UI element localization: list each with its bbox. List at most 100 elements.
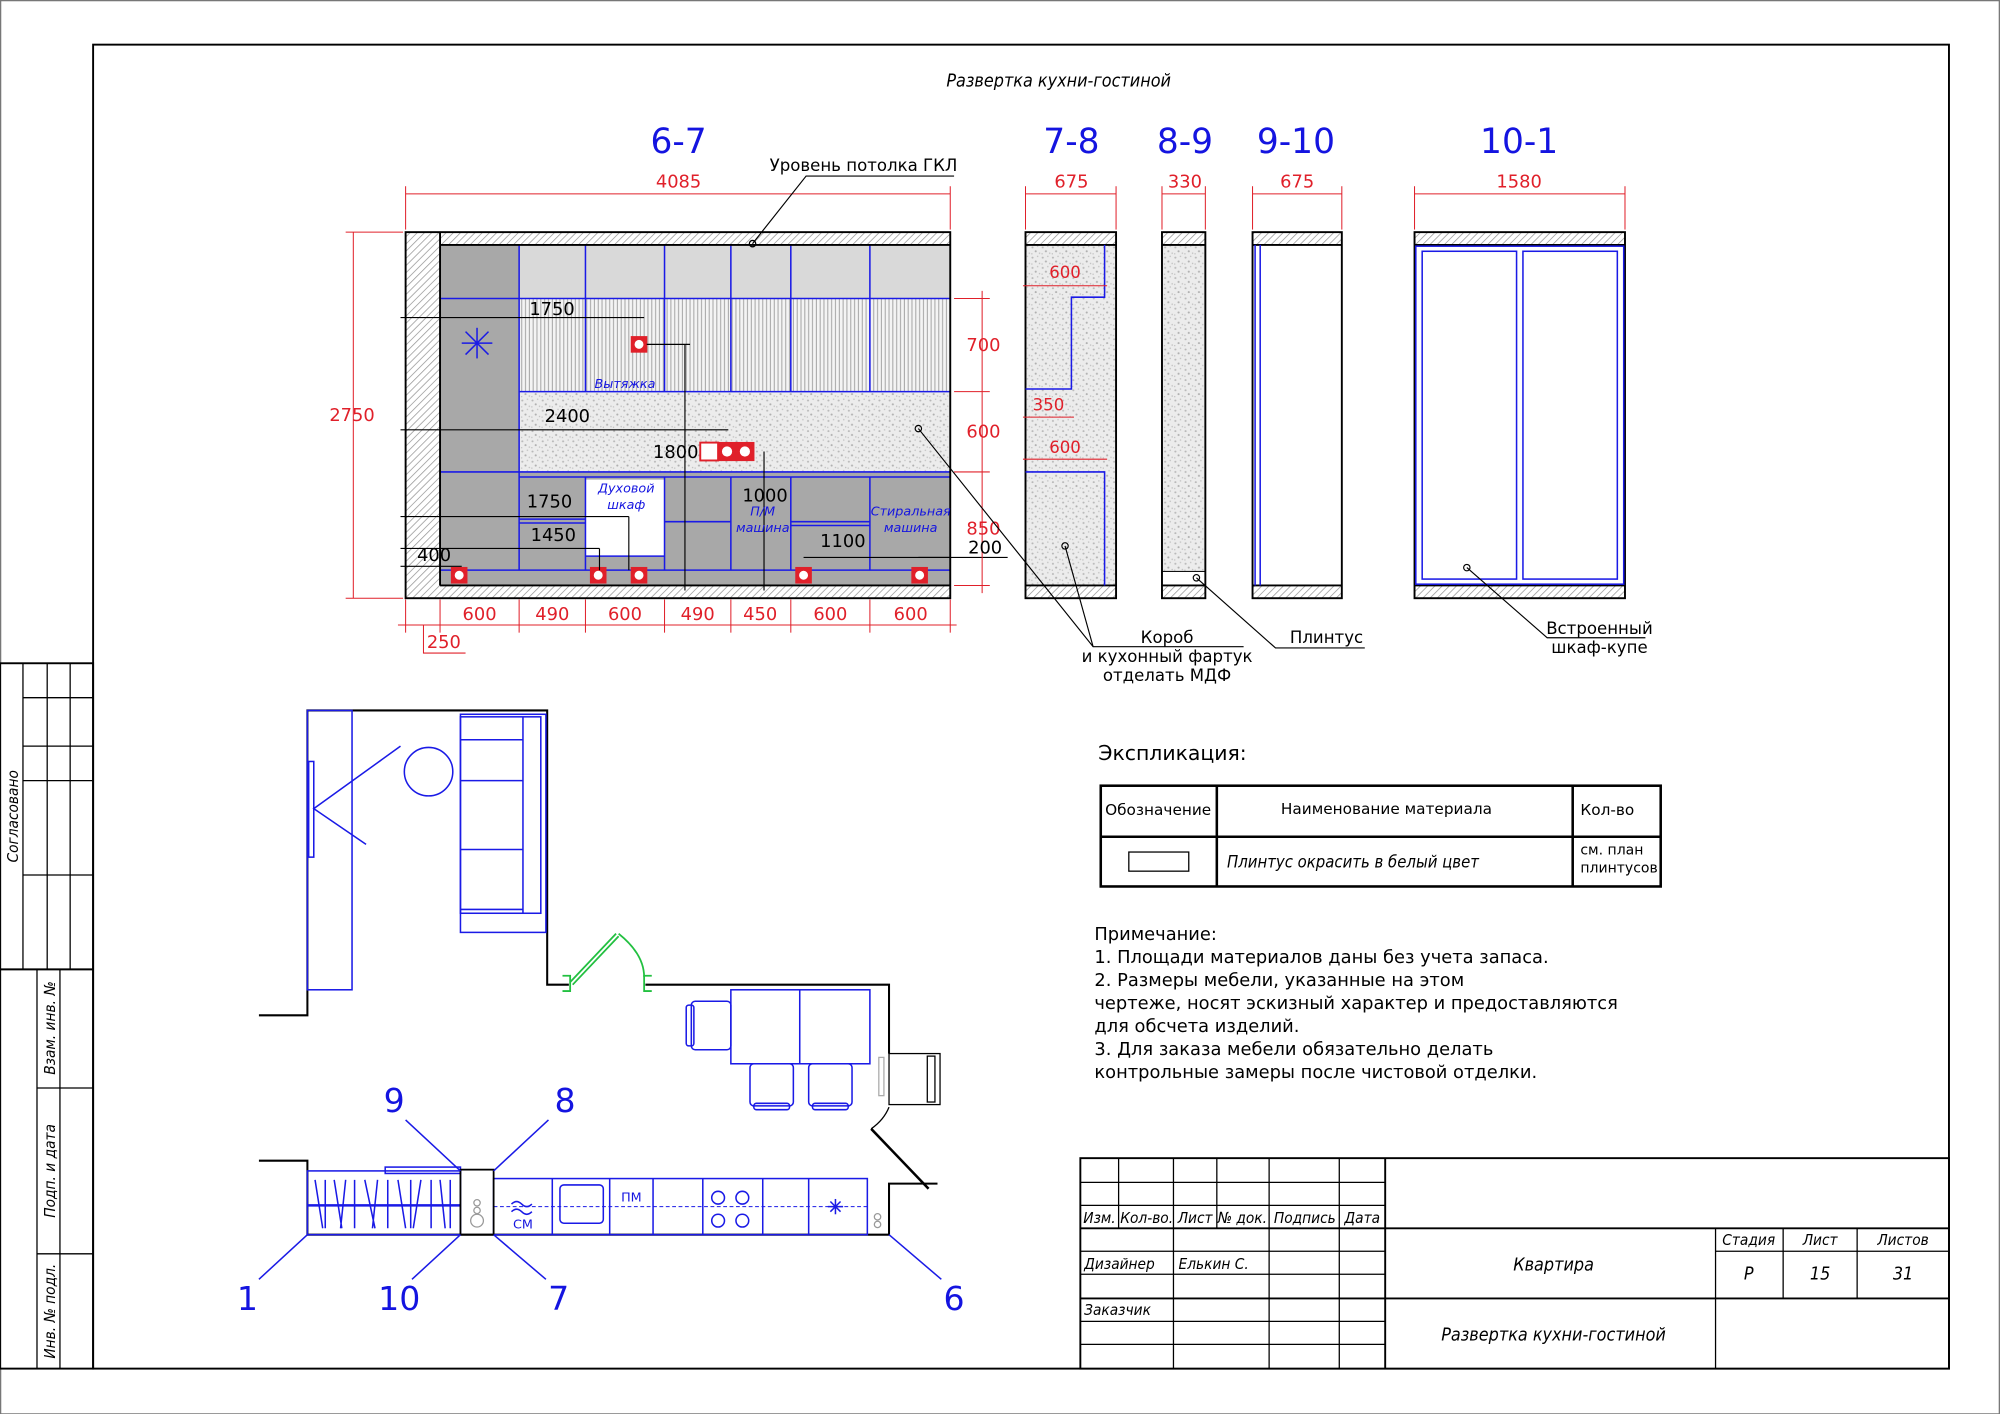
explication-material: Плинтус окрасить в белый цвет	[1227, 852, 1480, 871]
marker-leaders	[258, 1119, 942, 1280]
tb-sheets: 31	[1893, 1263, 1913, 1284]
label-dishwasher-2: машина	[736, 521, 790, 536]
dim-bottom: 600	[813, 604, 847, 625]
plan-marker-10: 10	[378, 1279, 420, 1318]
dim-bottom: 600	[894, 604, 928, 625]
explication-header-designation: Обозначение	[1105, 801, 1211, 819]
dim-width-7-8: 675	[1054, 171, 1088, 192]
socket-icon	[589, 566, 607, 584]
plinth-legend-swatch	[1128, 851, 1190, 872]
wardrobe-door	[1522, 250, 1619, 580]
label-washer-1: Стиральная	[871, 504, 951, 519]
elevation-label-8-9: 8-9	[1157, 122, 1213, 162]
stamp-orig-inv: Инв. № подл.	[41, 1264, 59, 1359]
elevation-8-9: 330	[1161, 171, 1207, 600]
plan-marker-9: 9	[384, 1081, 405, 1120]
socket-icon	[630, 336, 648, 353]
note-line: 3. Для заказа мебели обязательно делать	[1094, 1039, 1493, 1060]
dim-1000: 1000	[742, 485, 787, 506]
wall	[258, 709, 569, 1017]
cooktop-icon	[710, 1190, 750, 1228]
explication-header-qty: Кол-во	[1580, 801, 1634, 819]
washer-icon	[510, 1200, 533, 1216]
callout-box-line1: Короб	[1141, 628, 1194, 647]
tb-customer-role: Заказчик	[1084, 1301, 1151, 1319]
wall	[645, 983, 891, 1054]
note-line: 2. Размеры мебели, указанные на этом	[1094, 970, 1464, 991]
riser-pipe-icon	[873, 1213, 882, 1229]
plan-dishwasher-label: ПМ	[621, 1191, 642, 1206]
stamp-agreed: Согласовано	[4, 770, 22, 862]
tb-header-qty: Кол-во.	[1120, 1209, 1173, 1227]
dim-width-8-9: 330	[1168, 171, 1202, 192]
plan-marker-1: 1	[237, 1279, 258, 1318]
elevation-label-7-8: 7-8	[1043, 122, 1099, 162]
elevation-outline	[404, 231, 952, 600]
dim-7-8-upper-600: 600	[1049, 263, 1081, 282]
oven	[585, 479, 665, 557]
tb-sheet-header: Лист	[1802, 1231, 1839, 1249]
stamp-sign-date: Подп. и дата	[41, 1124, 59, 1218]
tb-sheet-name: Развертка кухни-гостиной	[1441, 1325, 1666, 1346]
dim-right-200: 200	[968, 538, 1002, 559]
dim-width-9-10: 675	[1280, 171, 1314, 192]
sockets	[450, 336, 928, 584]
note-line: для обсчета изделий.	[1094, 1016, 1299, 1037]
plan-washer-label: СМ	[513, 1217, 533, 1232]
elevation-9-10: 675	[1251, 171, 1343, 600]
red-dimension-lines	[345, 186, 990, 654]
dim-bottom: 490	[535, 604, 569, 625]
label-washer-2: машина	[884, 521, 938, 536]
callout-wardrobe-line2: шкаф-купе	[1551, 638, 1647, 657]
elevation-7-8: 600 350 600 675	[1022, 171, 1118, 600]
socket-icon	[911, 566, 928, 584]
dim-1800: 1800	[653, 442, 698, 463]
dim-overall-width: 4085	[656, 171, 701, 192]
sheet-title: Развертка кухни-гостиной	[946, 71, 1171, 92]
explication-title: Экспликация:	[1098, 741, 1246, 765]
wardrobe-frame	[1415, 245, 1625, 585]
elevation-label-6-7: 6-7	[650, 122, 706, 162]
side-stamp	[0, 662, 95, 1370]
wardrobe-door	[1421, 250, 1518, 580]
explication-qty-line1: см. план	[1580, 843, 1643, 859]
socket-dimension-lines	[400, 317, 1008, 591]
elevation-6-7: 1750 2400 1800 1750 1450 400 1000 1100 В…	[329, 156, 1008, 654]
dim-400: 400	[417, 545, 451, 566]
plan-marker-8: 8	[554, 1081, 575, 1120]
socket-icon	[717, 441, 737, 462]
plan-wardrobe	[306, 709, 353, 991]
explication: Экспликация: Обозначение Наименование ма…	[1098, 741, 1662, 888]
furniture-lines	[440, 244, 951, 571]
stamp-replaced-inv: Взам. инв. №	[41, 981, 59, 1074]
tb-stage-header: Стадия	[1722, 1231, 1775, 1249]
notes-title: Примечание:	[1094, 924, 1217, 945]
dim-overall-height: 2750	[329, 405, 374, 426]
label-oven-2: шкаф	[607, 498, 645, 513]
socket-icon	[699, 441, 720, 462]
title-block: Изм. Кол-во. Лист № док. Подпись Дата Ди…	[1079, 1157, 1950, 1370]
note-line: контрольные замеры после чистовой отделк…	[1094, 1062, 1537, 1083]
tb-header-date: Дата	[1343, 1209, 1380, 1227]
callout-box-line2: и кухонный фартук	[1082, 647, 1253, 666]
callout-wardrobe-line1: Встроенный	[1546, 619, 1653, 638]
plan-fridge	[870, 1052, 941, 1190]
tb-designer-role: Дизайнер	[1083, 1255, 1155, 1273]
dim-1750-lower: 1750	[527, 492, 572, 513]
dim-right-700: 700	[966, 335, 1000, 356]
elevation-headings: 6-7 7-8 8-9 9-10 10-1	[650, 122, 1558, 162]
floor-hatch	[405, 585, 951, 599]
tb-sheet: 15	[1810, 1263, 1830, 1284]
plan-dining-table	[685, 989, 871, 1111]
explication-header-material: Наименование материала	[1281, 800, 1492, 818]
elevation-label-9-10: 9-10	[1257, 122, 1335, 162]
socket-icon	[735, 441, 755, 462]
plan-sofa	[459, 713, 547, 934]
tb-sheets-header: Листов	[1876, 1231, 1928, 1249]
label-oven-1: Духовой	[597, 481, 654, 496]
dim-1750-upper: 1750	[529, 299, 574, 320]
ceiling-callout-leader	[752, 175, 955, 244]
callout-box-line3: отделать МДФ	[1103, 666, 1231, 685]
hood-symbol-icon	[461, 327, 493, 359]
